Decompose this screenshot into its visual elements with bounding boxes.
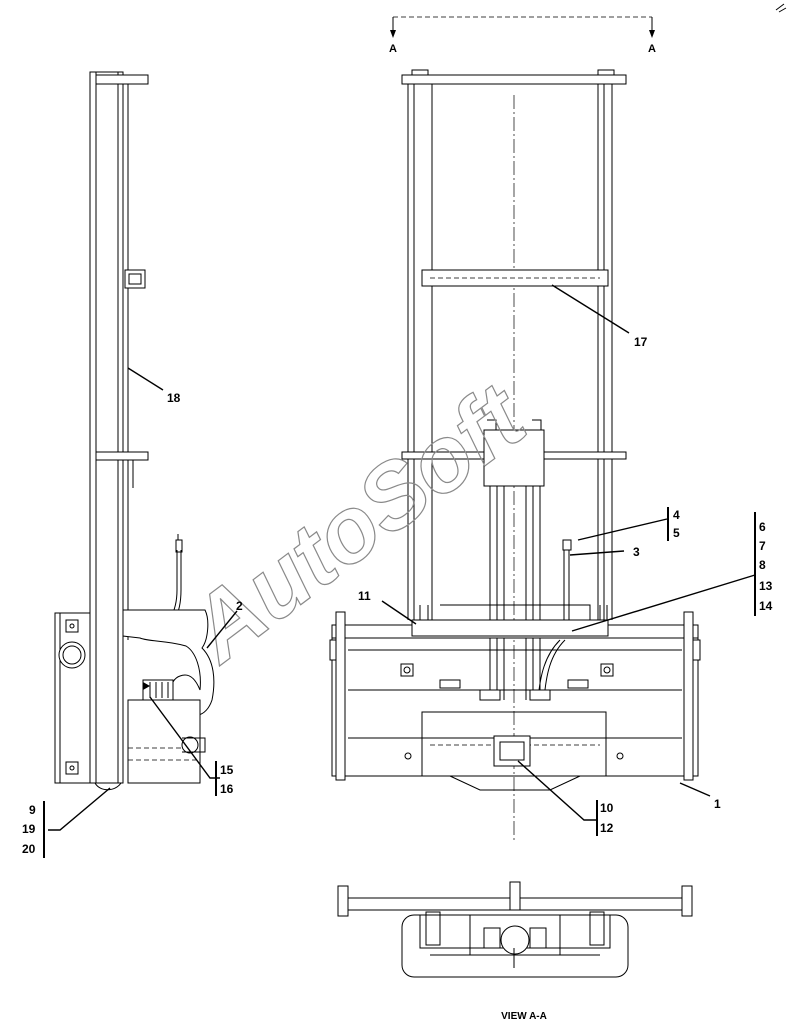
callout-10: 10 <box>600 801 614 815</box>
section-line-a-a: A A <box>389 16 656 55</box>
callout-3: 3 <box>633 545 640 559</box>
callout-14: 14 <box>759 599 773 613</box>
callout-6: 6 <box>759 520 766 534</box>
leader-lines <box>48 284 756 831</box>
side-view <box>54 71 215 791</box>
callout-2: 2 <box>236 599 243 613</box>
callout-13: 13 <box>759 579 773 593</box>
callout-8: 8 <box>759 558 766 572</box>
callout-11: 11 <box>358 589 371 603</box>
view-label: VIEW A-A <box>501 1011 547 1022</box>
corner-mark <box>775 3 787 13</box>
callout-15: 15 <box>220 763 234 777</box>
callout-17: 17 <box>634 335 648 349</box>
callout-4: 4 <box>673 508 680 522</box>
callout-16: 16 <box>220 782 234 796</box>
view-a-a: VIEW A-A <box>337 881 693 1022</box>
callout-5: 5 <box>673 526 680 540</box>
callout-18: 18 <box>167 391 181 405</box>
front-view <box>329 69 701 840</box>
section-mark-right: A <box>648 43 656 55</box>
callout-19: 19 <box>22 822 36 836</box>
callout-9: 9 <box>29 803 36 817</box>
callout-12: 12 <box>600 821 614 835</box>
callout-7: 7 <box>759 539 766 553</box>
group-brackets <box>43 507 756 858</box>
callouts: 1 2 3 11 17 18 4 5 6 7 8 13 14 15 16 9 1… <box>22 335 773 856</box>
callout-1: 1 <box>714 797 721 811</box>
section-mark-left: A <box>389 43 397 55</box>
callout-20: 20 <box>22 842 36 856</box>
